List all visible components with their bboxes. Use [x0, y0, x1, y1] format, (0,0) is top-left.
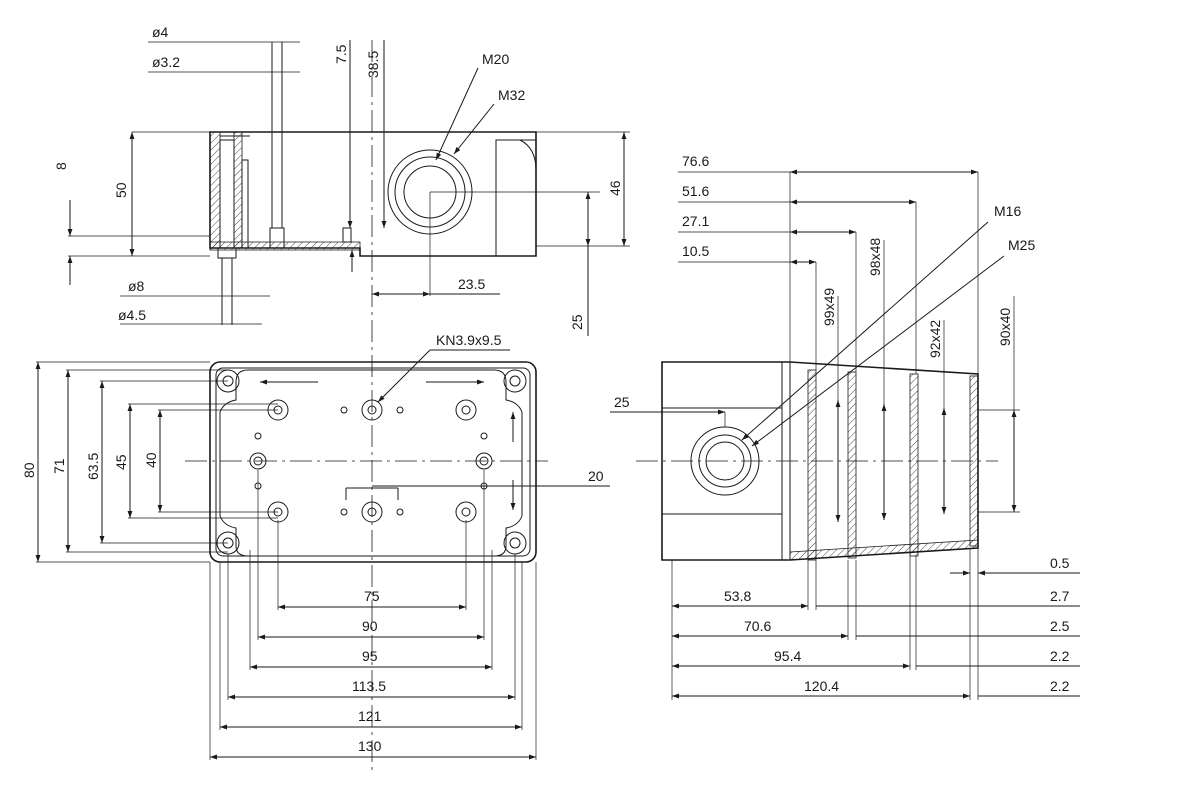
label-71: 71 — [51, 458, 67, 474]
label-m25: M25 — [1008, 237, 1035, 253]
label-40: 40 — [143, 452, 159, 468]
label-23-5: 23.5 — [458, 276, 485, 292]
label-70-6: 70.6 — [744, 618, 771, 634]
front-view: KN3.9x9.5 80 71 63.5 45 40 20 75 90 95 1… — [21, 332, 610, 760]
label-98x48: 98x48 — [867, 238, 883, 276]
label-27-1: 27.1 — [682, 213, 709, 229]
label-8: 8 — [53, 162, 69, 170]
side-view: 76.6 51.6 27.1 10.5 M16 M25 98x48 99x49 … — [610, 153, 1080, 700]
label-0-5: 0.5 — [1050, 555, 1070, 571]
label-2-5: 2.5 — [1050, 618, 1070, 634]
label-m20: M20 — [482, 51, 509, 67]
label-phi4: ø4 — [152, 24, 169, 40]
label-38-5: 38.5 — [365, 51, 381, 78]
label-m16: M16 — [994, 203, 1021, 219]
label-7-5: 7.5 — [333, 44, 349, 64]
label-46: 46 — [607, 180, 623, 196]
label-2-2b: 2.2 — [1050, 678, 1070, 694]
label-76-6: 76.6 — [682, 153, 709, 169]
label-121: 121 — [358, 708, 382, 724]
label-75: 75 — [364, 588, 380, 604]
label-63-5: 63.5 — [85, 453, 101, 480]
label-90x40: 90x40 — [997, 308, 1013, 346]
label-90: 90 — [362, 618, 378, 634]
label-80: 80 — [21, 462, 37, 478]
label-130: 130 — [358, 738, 382, 754]
label-m32: M32 — [498, 87, 525, 103]
top-view: ø4 ø3.2 7.5 38.5 M20 M32 8 50 46 23.5 ø8… — [53, 24, 630, 770]
label-25-side: 25 — [614, 394, 630, 410]
label-10-5: 10.5 — [682, 243, 709, 259]
label-92x42: 92x42 — [927, 320, 943, 358]
label-kn: KN3.9x9.5 — [436, 332, 502, 348]
label-phi8: ø8 — [128, 278, 145, 294]
label-113-5: 113.5 — [352, 678, 386, 694]
label-2-7: 2.7 — [1050, 588, 1070, 604]
label-phi4-5: ø4.5 — [118, 307, 146, 323]
label-2-2a: 2.2 — [1050, 648, 1070, 664]
label-50: 50 — [113, 182, 129, 198]
label-99x49: 99x49 — [821, 288, 837, 326]
label-95-4: 95.4 — [774, 648, 801, 664]
label-53-8: 53.8 — [724, 588, 751, 604]
label-120-4: 120.4 — [804, 678, 839, 694]
label-45: 45 — [113, 454, 129, 470]
label-51-6: 51.6 — [682, 183, 709, 199]
label-95: 95 — [362, 648, 378, 664]
label-20: 20 — [588, 468, 604, 484]
label-phi3-2: ø3.2 — [152, 54, 180, 70]
label-25-top: 25 — [569, 314, 585, 330]
